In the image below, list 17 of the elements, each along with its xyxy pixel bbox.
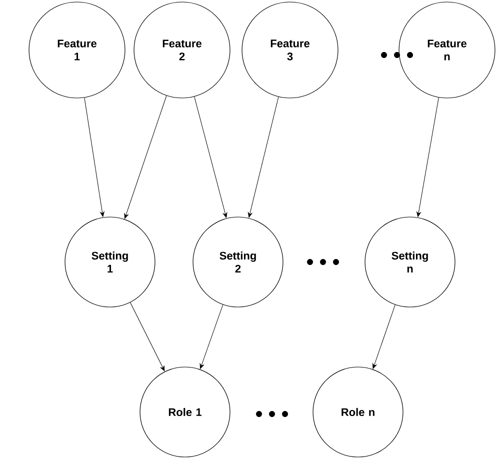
arrow bbox=[372, 304, 396, 369]
circle-node: Setting 2 bbox=[192, 216, 284, 308]
arrow bbox=[248, 96, 279, 218]
arrow bbox=[124, 95, 167, 219]
circle-node: Feature n bbox=[398, 2, 496, 98]
circle-node: Feature 1 bbox=[28, 2, 126, 98]
circle-node: Setting 1 bbox=[64, 216, 156, 308]
circle-node: Feature 2 bbox=[134, 2, 230, 98]
arrow bbox=[200, 304, 224, 369]
circle-node: Feature 3 bbox=[242, 2, 338, 98]
circle-node: Setting n bbox=[364, 216, 456, 308]
arrow bbox=[194, 96, 228, 218]
arrow bbox=[416, 97, 439, 217]
arrow bbox=[84, 97, 104, 217]
arrow bbox=[130, 302, 165, 372]
circle-node: Role 1 bbox=[140, 366, 230, 458]
circle-node: Role n bbox=[312, 366, 404, 458]
